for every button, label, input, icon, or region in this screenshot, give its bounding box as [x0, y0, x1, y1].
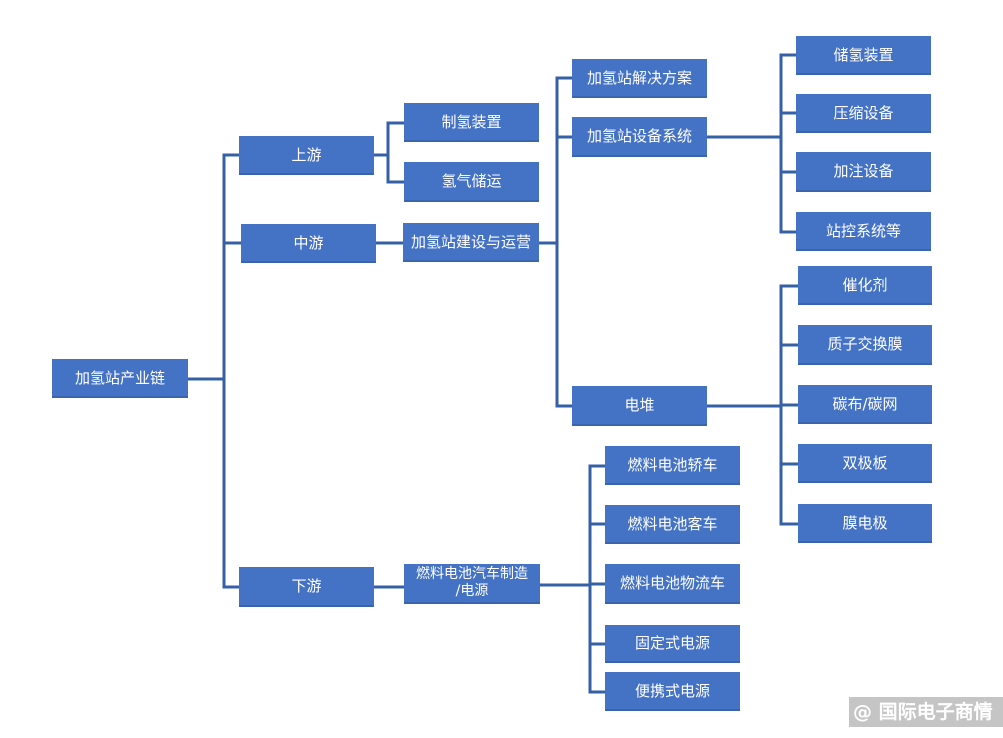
portable-power-node: 便携式电源 [605, 672, 740, 711]
station-solution-node: 加氢站解决方案 [572, 59, 707, 98]
membrane-electrode-node: 膜电极 [798, 504, 932, 543]
fuel-cell-car-node: 燃料电池轿车 [605, 446, 740, 485]
watermark: @ 国际电子商情 [849, 697, 1003, 727]
carbon-cloth-paper-node: 碳布/碳网 [798, 385, 932, 424]
fuel-cell-vehicle-manufacturing-node: 燃料电池汽车制造 /电源 [404, 564, 540, 604]
station-construction-operation-node: 加氢站建设与运营 [403, 223, 539, 262]
station-equipment-system-node: 加氢站设备系统 [572, 117, 707, 157]
catalyst-node: 催化剂 [798, 266, 932, 305]
upstream-node: 上游 [239, 136, 374, 175]
bipolar-plate-node: 双极板 [798, 444, 932, 483]
hydrogen-storage-transport-node: 氢气储运 [404, 162, 539, 202]
fuel-cell-stack-node: 电堆 [572, 386, 707, 426]
fuel-cell-vehicle-manufacturing-line1: 燃料电池汽车制造 [416, 566, 528, 582]
compression-equipment-node: 压缩设备 [796, 94, 931, 133]
fuel-cell-bus-node: 燃料电池客车 [605, 505, 740, 544]
fuel-cell-logistics-vehicle-node: 燃料电池物流车 [605, 564, 740, 604]
downstream-node: 下游 [239, 567, 374, 607]
stationary-power-node: 固定式电源 [605, 625, 740, 663]
proton-exchange-membrane-node: 质子交换膜 [798, 325, 932, 365]
fuel-cell-vehicle-manufacturing-line2: /电源 [455, 583, 489, 599]
midstream-node: 中游 [241, 224, 376, 263]
filling-equipment-node: 加注设备 [796, 152, 931, 192]
root-node: 加氢站产业链 [52, 359, 188, 398]
hydrogen-storage-device-node: 储氢装置 [796, 36, 931, 75]
hydrogen-production-node: 制氢装置 [404, 103, 539, 142]
station-control-system-node: 站控系统等 [796, 212, 931, 251]
